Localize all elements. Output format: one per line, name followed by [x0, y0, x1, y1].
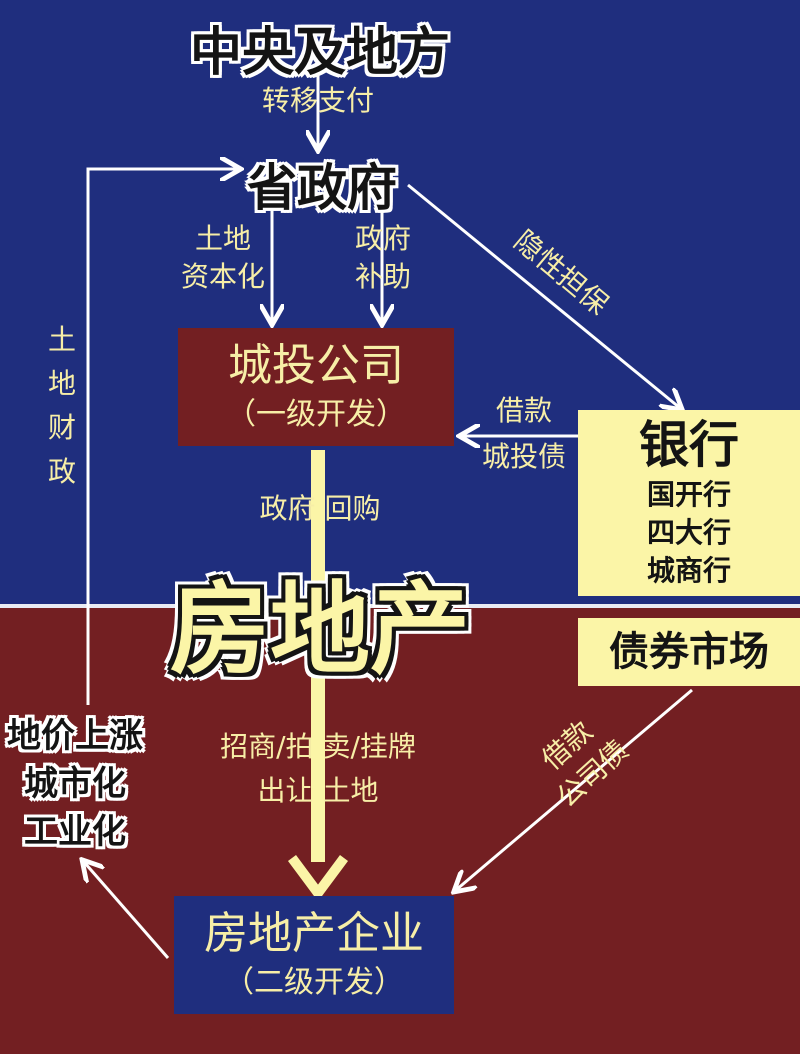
- transfer-payment-label: 转移支付: [261, 84, 374, 117]
- chengtou-company-box: 城投公司 （一级开发）: [178, 328, 454, 446]
- arrow-chengtou-to-developer-head: [287, 855, 349, 898]
- gov-buyback-label: 政府 回购: [259, 492, 381, 525]
- gov-subsidy-line1: 政府: [354, 222, 411, 255]
- arrow-province-to-banks: [407, 183, 680, 408]
- central-local-title: 中央及地方: [189, 23, 450, 83]
- land-capitalization-line2: 资本化: [180, 259, 265, 293]
- provincial-gov-title: 省政府: [247, 159, 397, 217]
- land-finance-char2: 地: [47, 367, 76, 400]
- land-finance-char3: 财: [47, 411, 76, 444]
- land-capitalization-label: 土地 资本化: [168, 220, 278, 296]
- land-finance-char4: 政: [47, 455, 76, 488]
- real-estate-title: 房地产: [170, 571, 470, 688]
- bond-market-box: 债券市场: [578, 618, 800, 686]
- developer-subtitle: （二级开发）: [224, 965, 404, 1000]
- arrow-bond-to-developer: [456, 688, 693, 890]
- loans-bonds-line2: 城投债: [481, 439, 566, 473]
- bank-item-city-commercial: 城商行: [646, 554, 731, 587]
- region-divider: [0, 604, 800, 608]
- chengtou-company-subtitle: （一级开发）: [226, 397, 406, 432]
- land-price-rise-label: 地价上涨 城市化 工业化: [0, 712, 150, 856]
- land-sale-label: 招商/拍 卖/挂牌 出让 土地: [178, 728, 458, 810]
- land-sale-line2: 出让 土地: [257, 773, 379, 807]
- arrow-developer-to-land-price: [84, 862, 170, 959]
- land-sale-line1: 招商/拍 卖/挂牌: [220, 730, 416, 763]
- land-price-line1: 地价上涨: [7, 716, 143, 756]
- arrow-land-finance-loop: [86, 169, 238, 705]
- land-finance-label: 土 地 财 政: [40, 318, 84, 494]
- bank-item-big-four: 四大行: [646, 516, 731, 549]
- gov-subsidy-label: 政府 补助: [328, 220, 438, 296]
- land-price-line2: 城市化: [24, 764, 126, 804]
- developer-title: 房地产企业: [204, 908, 424, 959]
- land-finance-char1: 土: [47, 323, 76, 356]
- bank-item-cdb: 国开行: [646, 478, 731, 511]
- banks-box: 银行 国开行 四大行 城商行: [578, 410, 800, 596]
- land-price-line3: 工业化: [24, 812, 126, 852]
- loans-bonds-line1: 借款: [495, 394, 552, 427]
- chengtou-company-title: 城投公司: [228, 340, 404, 391]
- gov-subsidy-line2: 补助: [354, 259, 411, 293]
- banks-title: 银行: [639, 416, 739, 474]
- loans-bonds-label: 借款 城投债: [464, 392, 584, 476]
- developer-box: 房地产企业 （二级开发）: [174, 896, 454, 1014]
- bond-market-title: 债券市场: [609, 629, 769, 675]
- land-capitalization-line1: 土地: [194, 222, 251, 255]
